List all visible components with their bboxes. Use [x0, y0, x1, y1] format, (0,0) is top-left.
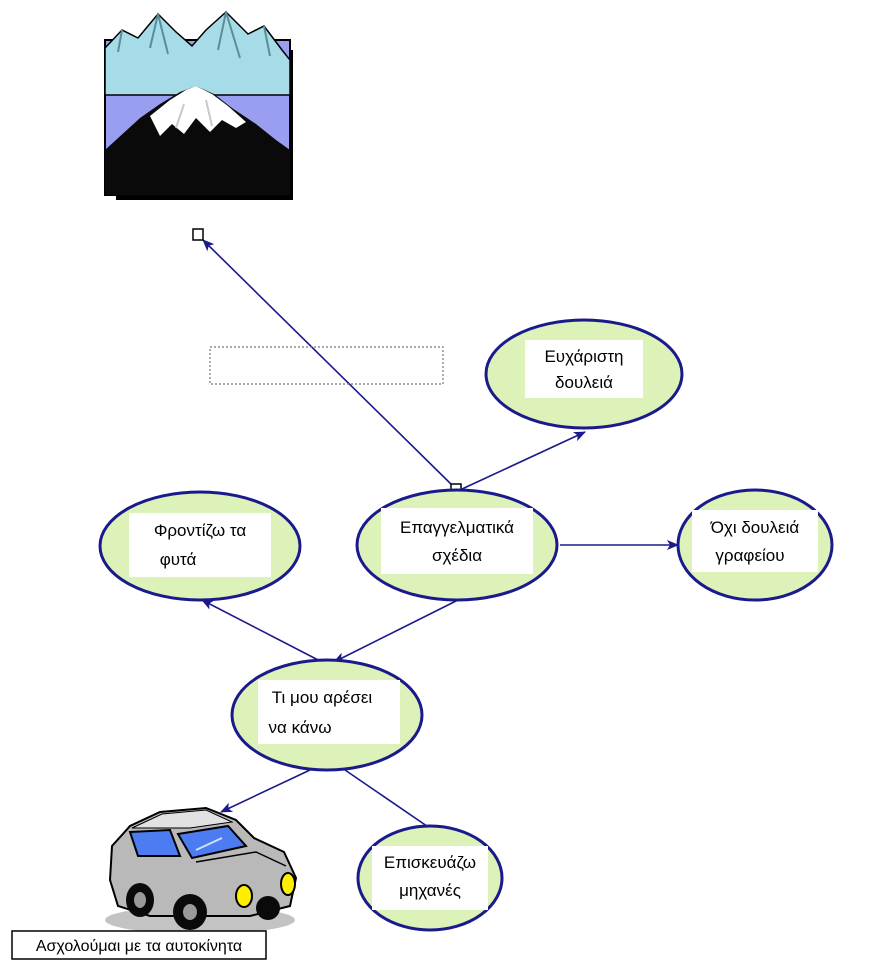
connector-career-to-what-i-like [333, 599, 459, 663]
node-what-i-like-line2: να κάνω [269, 718, 332, 737]
mountain-icon[interactable] [104, 10, 293, 200]
node-no-office-job-line1: Όχι δουλειά [710, 518, 800, 537]
connector-what-i-like-to-car [220, 769, 311, 813]
node-no-office-job[interactable]: Όχι δουλειά γραφείου [676, 488, 834, 602]
car-caption[interactable]: Ασχολούμαι με τα αυτοκίνητα [11, 930, 267, 960]
connector-career-to-mountain [202, 239, 456, 489]
connector-career-to-pleasant-job [461, 431, 586, 490]
node-repair-machines-line2: μηχανές [399, 881, 461, 900]
node-plants-line2: φυτά [160, 550, 197, 569]
node-career-plans[interactable]: Επαγγελματικά σχέδια [355, 488, 559, 602]
node-what-i-like[interactable]: Τι μου αρέσει να κάνω [230, 658, 424, 772]
connector-what-i-like-to-plants [201, 599, 323, 663]
node-pleasant-job-line2: δουλειά [555, 373, 613, 392]
node-what-i-like-line1: Τι μου αρέσει [272, 688, 373, 707]
node-career-plans-line1: Επαγγελματικά [400, 518, 514, 537]
connector-what-i-like-to-repair [344, 769, 441, 836]
node-no-office-job-line2: γραφείου [715, 546, 784, 565]
node-pleasant-job[interactable]: Ευχάριστη δουλειά [484, 318, 684, 430]
node-repair-machines-line1: Επισκευάζω [384, 853, 476, 872]
node-repair-machines[interactable]: Επισκευάζω μηχανές [356, 824, 504, 932]
connector-handle-top[interactable] [192, 228, 204, 241]
node-plants[interactable]: Φροντίζω τα φυτά [98, 490, 302, 602]
node-plants-line1: Φροντίζω τα [154, 521, 247, 540]
node-pleasant-job-line1: Ευχάριστη [544, 347, 623, 366]
car-icon[interactable] [105, 806, 298, 934]
car-caption-text: Ασχολούμαι με τα αυτοκίνητα [36, 938, 242, 955]
node-career-plans-line2: σχέδια [432, 546, 482, 565]
link-label-box[interactable] [209, 346, 444, 385]
